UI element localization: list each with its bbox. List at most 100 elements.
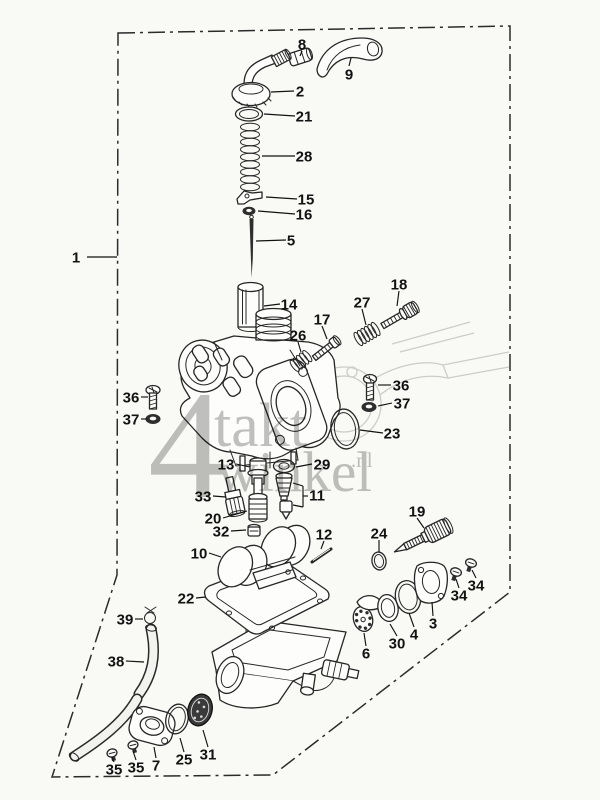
part-label-34: 34: [451, 588, 468, 605]
part-10-float: [217, 524, 311, 590]
part-24-o-ring: [371, 551, 387, 571]
part-37-grommet-right: [361, 402, 377, 412]
leader-line-part-16: [257, 210, 296, 215]
leader-line-part-12: [320, 540, 325, 550]
part-9-dust-boot: [316, 37, 383, 78]
part-label-20: 20: [205, 511, 222, 528]
part-18-air-screw: [380, 300, 420, 330]
part-label-8: 8: [298, 37, 306, 54]
part-37-grommet-left: [145, 414, 161, 424]
leader-line-part-13: [235, 463, 251, 468]
part-32-cup: [247, 523, 261, 537]
part-label-22: 22: [178, 591, 195, 608]
part-36-screw-right: [362, 373, 378, 401]
part-label-35: 35: [106, 762, 123, 779]
watermark-tld: .nl: [351, 448, 373, 472]
part-30-cover-cap: [356, 593, 399, 623]
leader-line-part-21: [263, 113, 296, 117]
leader-line-part-35: [132, 750, 137, 761]
part-36-screw-left: [145, 384, 161, 410]
part-label-25: 25: [176, 752, 193, 769]
part-28-spring: [240, 122, 260, 192]
watermark-word1: takt: [214, 392, 307, 460]
leader-line-part-20: [222, 510, 248, 519]
part-27-spring: [353, 321, 381, 347]
part-label-32: 32: [213, 524, 230, 541]
watermark-word2: winkel: [217, 441, 372, 504]
leader-line-part-33: [212, 495, 227, 498]
part-label-7: 7: [152, 758, 160, 775]
leader-line-part-8: [299, 50, 303, 57]
leader-line-part-34: [471, 569, 477, 579]
part-25-o-ring: [165, 703, 189, 735]
part-label-39: 39: [117, 612, 134, 629]
part-label-38: 38: [108, 654, 125, 671]
leader-line-part-34: [455, 578, 460, 589]
part-label-6: 6: [362, 646, 370, 663]
leader-line-part-30: [389, 623, 398, 637]
part-label-27: 27: [354, 295, 371, 312]
part-11-nozzle-set: [275, 472, 293, 520]
part-label-34: 34: [468, 578, 485, 595]
part-label-1: 1: [72, 250, 80, 267]
leader-line-part-17: [321, 325, 328, 340]
part-20-jet-holder: [248, 477, 268, 523]
diagram-border: [50, 25, 511, 778]
leader-line-part-19: [416, 517, 425, 529]
leader-line-part-11: [292, 482, 304, 487]
leader-line-part-38: [125, 660, 145, 663]
ghost-throttle-sketch: [306, 321, 510, 442]
part-label-10: 10: [191, 546, 208, 563]
part-label-33: 33: [195, 489, 212, 506]
part-26-spring: [289, 350, 313, 372]
part-label-16: 16: [296, 207, 313, 224]
leader-line-part-10: [208, 552, 222, 558]
leader-line-part-2: [270, 90, 295, 93]
leader-line-part-4: [408, 612, 415, 628]
leader-line-part-23: [359, 429, 384, 434]
part-label-35: 35: [128, 760, 145, 777]
part-21-o-ring: [234, 106, 264, 122]
leader-line-part-18: [396, 290, 400, 307]
part-5-jet-needle: [249, 214, 254, 278]
part-23-o-ring: [330, 408, 360, 450]
carburetor-body: [178, 307, 341, 472]
part-label-4: 4: [410, 627, 419, 644]
part-label-36: 36: [123, 390, 140, 407]
leader-line-part-37: [377, 402, 393, 407]
part-label-14: 14: [281, 297, 298, 314]
part-label-3: 3: [429, 616, 437, 633]
drain-screw: [299, 672, 316, 696]
leader-line-part-14: [263, 303, 281, 307]
leader-line-part-6: [363, 632, 367, 647]
leader-line-part-25: [179, 737, 185, 753]
leader-line-part-35: [111, 756, 115, 763]
part-label-17: 17: [314, 312, 331, 329]
part-label-24: 24: [371, 526, 388, 543]
part-3-plate: [413, 561, 449, 604]
leader-line-part-27: [361, 308, 367, 326]
watermark: 4 takt winkel .nl: [148, 359, 373, 531]
part-label-12: 12: [316, 527, 333, 544]
leader-line-part-9: [348, 57, 352, 67]
part-label-29: 29: [314, 457, 331, 474]
part-35-screws: [106, 740, 139, 762]
part-label-18: 18: [391, 277, 408, 294]
part-31-screen: [187, 693, 213, 727]
part-12-float-pin: [310, 547, 333, 564]
part-label-9: 9: [345, 67, 353, 84]
leader-line-part-32: [230, 529, 247, 532]
part-label-19: 19: [409, 504, 426, 521]
leader-line-part-3: [431, 601, 434, 617]
part-33-main-jet: [224, 476, 246, 518]
leader-line-part-31: [202, 729, 209, 748]
part-label-15: 15: [298, 192, 315, 209]
part-label-30: 30: [389, 636, 406, 653]
part-label-5: 5: [287, 233, 295, 250]
part-34-screws: [449, 558, 478, 582]
leader-line-part-26: [297, 341, 302, 353]
part-label-26: 26: [290, 328, 307, 345]
